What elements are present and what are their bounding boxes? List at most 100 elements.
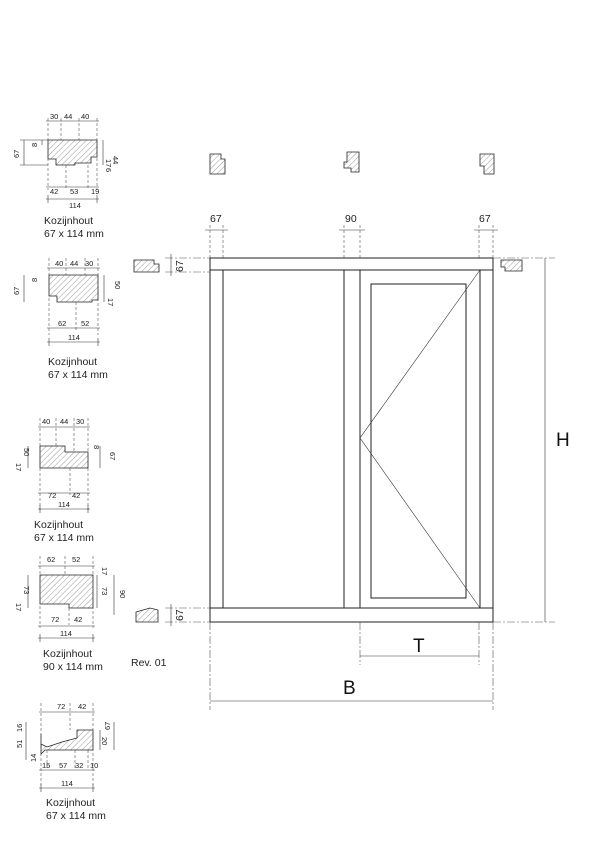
profile-1-top-dim-1: 30 — [50, 112, 58, 121]
profile-5-bottom-dim-1: 15 — [42, 761, 50, 770]
profile-3-left-dim-1: 50 — [22, 448, 31, 456]
profile-3-bottom-dim-2: 42 — [72, 491, 80, 500]
profile-4-shape — [39, 574, 94, 609]
profile-3-total-dim: 114 — [58, 500, 70, 509]
profile-3-caption-size: 67 x 114 mm — [34, 532, 94, 544]
profile-5-shape — [40, 729, 94, 755]
profile-4-caption-name: Kozijnhout — [43, 648, 92, 660]
door-glass-panel — [370, 283, 467, 599]
profile-4-left-dim-1: 73 — [22, 586, 31, 594]
profile-5-top-dim-2: 42 — [78, 702, 86, 711]
profile-4-right-dim-2: 73 — [100, 587, 109, 595]
label-door: T — [413, 636, 425, 657]
profile-2-bottom-dim-1: 62 — [58, 319, 66, 328]
profile-4-bottom-dim-2: 42 — [74, 615, 82, 624]
profile-5-left-dim-2: 51 — [15, 740, 24, 748]
profile-section-5: 72 42 15 57 32 10 114 16 51 14 20 67 Koz… — [15, 702, 115, 822]
profile-1-top-dim-3: 40 — [81, 112, 89, 121]
profile-3-top-dim-1: 40 — [42, 417, 50, 426]
profile-2-top-dim-3: 30 — [85, 259, 93, 268]
profile-5-bottom-dim-3: 32 — [75, 761, 83, 770]
profile-5-caption-size: 67 x 114 mm — [46, 810, 106, 822]
profile-3-bottom-dim-1: 72 — [48, 491, 56, 500]
outer-frame — [209, 257, 494, 623]
window-door-frame — [209, 257, 494, 623]
profile-5-right-dim-1: 20 — [100, 737, 109, 745]
profile-3-shape — [39, 445, 89, 469]
label-width: B — [343, 678, 356, 699]
profile-2-top-dim-2: 44 — [70, 259, 78, 268]
profile-4-top-dim-1: 62 — [47, 555, 55, 564]
top-width-dimensions: 67 90 67 — [205, 213, 498, 258]
profile-1-caption-size: 67 x 114 mm — [44, 228, 104, 240]
profile-1-top-dim-2: 44 — [64, 112, 72, 121]
profile-1-bottom-dim-1: 42 — [50, 187, 58, 196]
profile-1-left-dim-2: 8 — [30, 143, 39, 147]
profile-5-bottom-dim-2: 57 — [59, 761, 67, 770]
height-dimension: H — [493, 257, 570, 623]
profile-3-top-dim-3: 30 — [76, 417, 84, 426]
door-sash — [359, 269, 481, 609]
dim-right-stile: 67 — [479, 213, 491, 225]
profile-4-total-dim: 114 — [60, 629, 72, 638]
profile-4-right-dim-3: 90 — [118, 590, 127, 598]
profile-1-right-dim-2: 17 — [104, 159, 113, 167]
profile-2-total-dim: 114 — [68, 333, 80, 342]
label-height: H — [556, 430, 570, 451]
profile-2-bottom-dim-2: 52 — [81, 319, 89, 328]
profile-3-left-dim-2: 17 — [14, 463, 23, 471]
profile-5-top-dim-1: 72 — [57, 702, 65, 711]
rail-height-dimensions: 67 67 — [165, 254, 210, 626]
profile-3-right-dim-1: 8 — [92, 445, 101, 449]
profile-1-right-dim-3: 6 — [104, 168, 113, 172]
width-dimensions: T B — [209, 622, 494, 710]
profile-5-bottom-dim-4: 10 — [90, 761, 98, 770]
dim-left-stile: 67 — [210, 213, 222, 225]
door-opening-indicator — [359, 269, 481, 609]
marker-top-right-section — [500, 259, 523, 272]
profile-4-top-dim-2: 52 — [72, 555, 80, 564]
profile-2-caption-name: Kozijnhout — [48, 356, 97, 368]
marker-right-section — [479, 153, 495, 175]
profile-5-total-dim: 114 — [61, 779, 73, 788]
dim-mullion: 90 — [345, 213, 357, 225]
profile-4-left-dim-2: 17 — [14, 603, 23, 611]
profile-2-shape — [48, 274, 99, 303]
profile-5-right-dim-2: 67 — [103, 722, 112, 730]
marker-top-rail-section — [133, 259, 160, 273]
profile-4-right-dim-1: 17 — [100, 567, 109, 575]
profile-5-left-dim-1: 16 — [15, 724, 24, 732]
profile-2-right-dim-1: 50 — [113, 281, 122, 289]
marker-left-section — [209, 153, 226, 175]
profile-2-top-dim-1: 40 — [55, 259, 63, 268]
profile-4-bottom-dim-1: 72 — [51, 615, 59, 624]
profile-1-left-dim-1: 67 — [12, 150, 21, 158]
profile-2-left-dim-2: 8 — [30, 278, 39, 282]
profile-1-bottom-dim-2: 53 — [70, 187, 78, 196]
profile-section-1: 30 44 40 42 53 19 114 67 8 44 17 6 Kozij… — [12, 112, 120, 240]
profile-section-2: 40 44 30 62 52 114 67 8 50 17 Kozijnhout… — [12, 258, 122, 381]
top-section-markers — [133, 151, 523, 623]
profile-1-shape — [47, 139, 98, 166]
profile-5-left-dim-3: 14 — [29, 754, 38, 762]
profile-3-caption-name: Kozijnhout — [34, 519, 83, 531]
profile-section-4: 62 52 72 42 114 73 17 17 73 90 Kozijnhou… — [14, 555, 127, 673]
marker-mullion-section — [343, 151, 360, 173]
profile-1-total-dim: 114 — [69, 201, 81, 210]
profile-3-right-dim-2: 67 — [108, 452, 117, 460]
revision-label: Rev. 01 — [131, 657, 167, 669]
profile-4-caption-size: 90 x 114 mm — [43, 661, 103, 673]
profile-1-bottom-dim-3: 19 — [91, 187, 99, 196]
profile-5-caption-name: Kozijnhout — [46, 797, 95, 809]
dim-top-rail: 67 — [174, 260, 186, 272]
profile-section-3: 40 44 30 72 42 114 50 17 8 67 Kozijnhout… — [14, 417, 117, 544]
marker-bottom-rail-section — [135, 607, 159, 623]
profile-3-top-dim-2: 44 — [60, 417, 68, 426]
profile-2-caption-size: 67 x 114 mm — [48, 369, 108, 381]
profile-2-right-dim-2: 17 — [106, 298, 115, 306]
dim-bottom-rail: 67 — [174, 609, 186, 621]
profile-1-right-dim-1: 44 — [111, 156, 120, 164]
profile-2-left-dim-1: 67 — [12, 287, 21, 295]
profile-1-caption-name: Kozijnhout — [44, 215, 93, 227]
